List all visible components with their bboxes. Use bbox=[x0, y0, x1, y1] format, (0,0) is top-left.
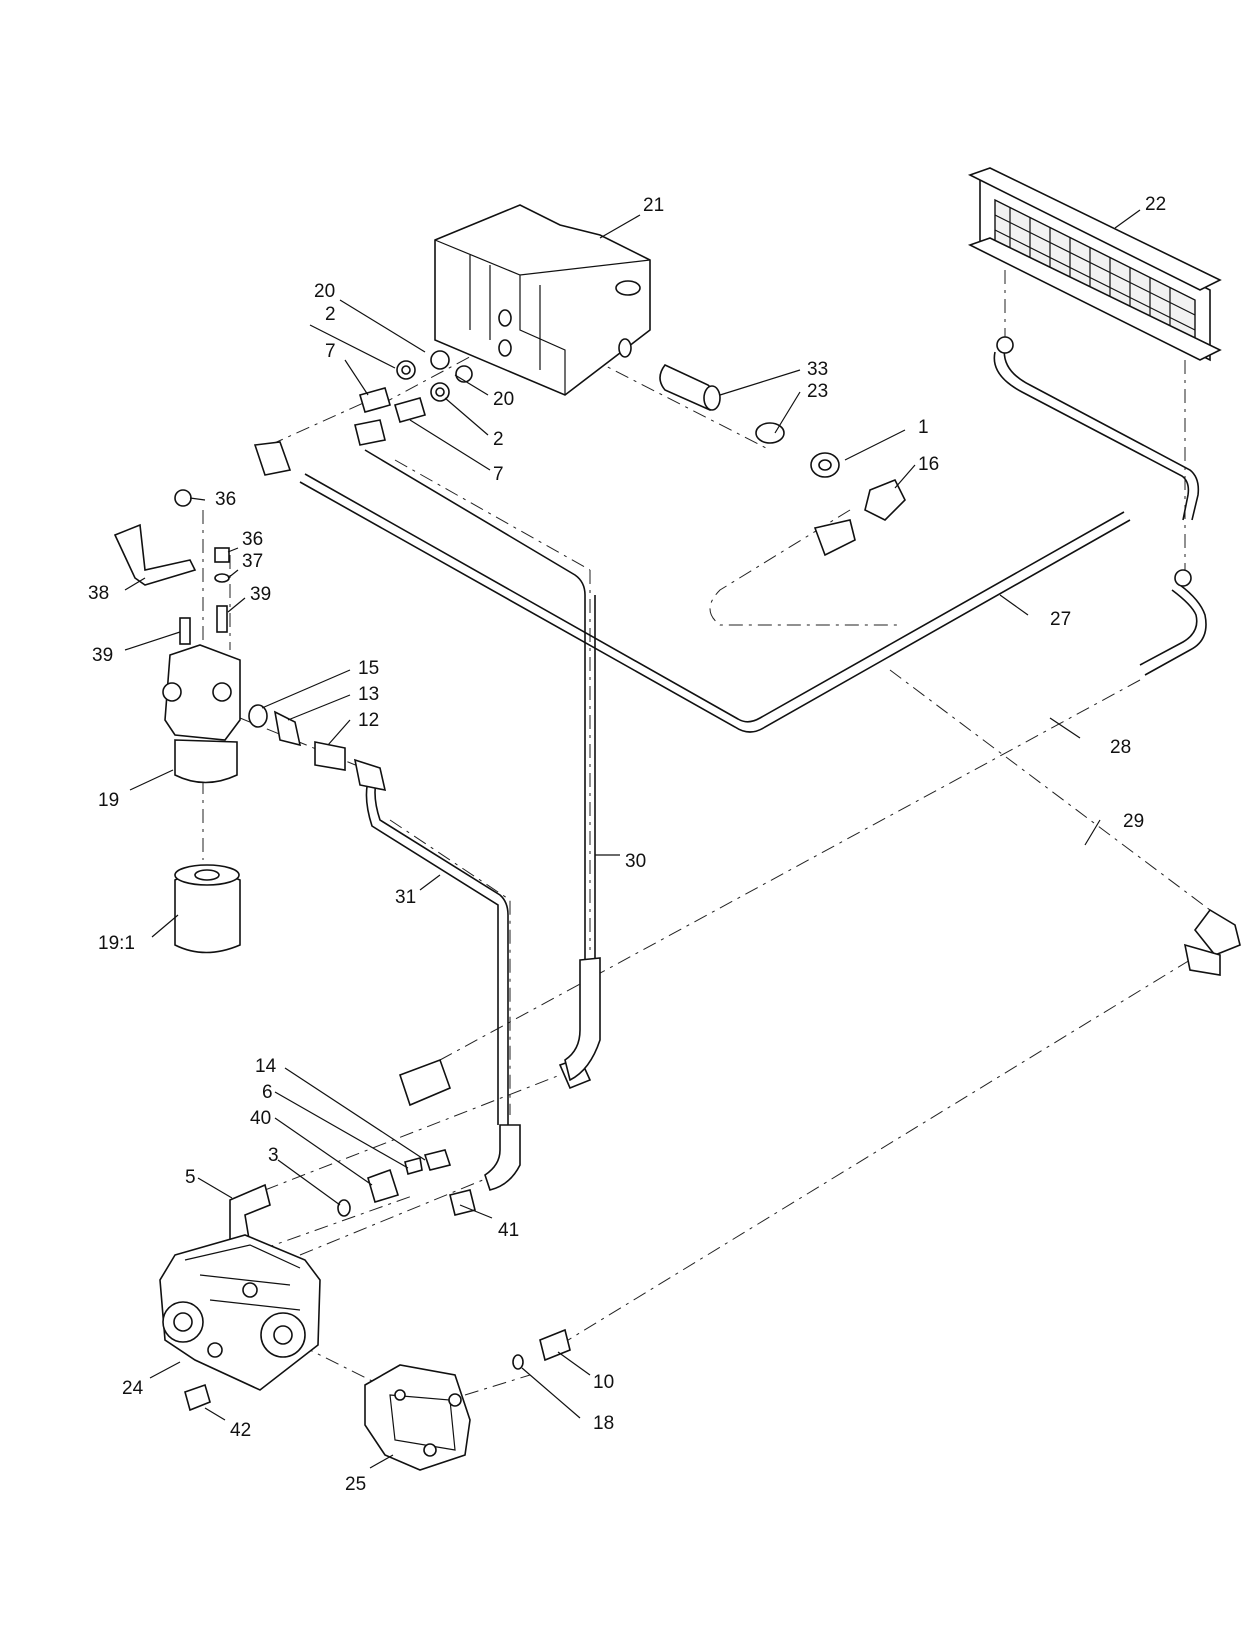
callout-10: 10 bbox=[593, 1372, 614, 1393]
callout-16: 16 bbox=[918, 454, 939, 475]
hydraulic-filter bbox=[162, 644, 241, 954]
callout-15: 15 bbox=[358, 658, 379, 679]
callout-29: 29 bbox=[1123, 811, 1144, 832]
callout-1: 1 bbox=[918, 417, 929, 438]
gear-pump bbox=[364, 1364, 471, 1471]
callout-37: 37 bbox=[242, 551, 263, 572]
callout-20-upper: 20 bbox=[314, 281, 335, 302]
callout-7-upper: 7 bbox=[325, 341, 336, 362]
callout-41: 41 bbox=[498, 1220, 519, 1241]
callout-12: 12 bbox=[358, 710, 379, 731]
callout-leaders bbox=[124, 209, 1141, 1469]
callout-25: 25 bbox=[345, 1474, 366, 1495]
callout-39-left: 39 bbox=[92, 645, 113, 666]
callout-24: 24 bbox=[122, 1378, 144, 1399]
pump-fittings bbox=[229, 957, 601, 1252]
hydraulic-tank bbox=[434, 204, 651, 396]
callout-40: 40 bbox=[250, 1108, 271, 1129]
suction-strainer-group bbox=[659, 364, 906, 557]
callout-33: 33 bbox=[807, 359, 828, 380]
callout-labels: 21 22 20 2 7 20 2 7 33 23 1 16 36 36 37 … bbox=[88, 194, 1166, 1495]
callout-42: 42 bbox=[230, 1420, 251, 1441]
callout-14: 14 bbox=[255, 1056, 277, 1077]
cooler-return-elbows bbox=[1183, 908, 1241, 976]
callout-30: 30 bbox=[625, 851, 646, 872]
callout-19: 19 bbox=[98, 790, 119, 811]
filter-outlet-fittings bbox=[248, 704, 387, 792]
callout-13: 13 bbox=[358, 684, 379, 705]
pump-drain-fitting bbox=[184, 1383, 211, 1412]
gear-pump-fittings bbox=[512, 1328, 571, 1370]
callout-6: 6 bbox=[262, 1082, 273, 1103]
assembly-centerlines bbox=[202, 270, 1211, 1396]
callout-5: 5 bbox=[185, 1167, 196, 1188]
callout-2-upper: 2 bbox=[325, 304, 336, 325]
callout-28: 28 bbox=[1110, 737, 1131, 758]
callout-36-left: 36 bbox=[215, 489, 236, 510]
callout-23: 23 bbox=[807, 381, 828, 402]
hydraulic-lines bbox=[299, 344, 1207, 1125]
callout-20-lower: 20 bbox=[493, 389, 514, 410]
callout-22: 22 bbox=[1145, 194, 1166, 215]
callout-36-right: 36 bbox=[242, 529, 263, 550]
filter-mount-hardware bbox=[113, 489, 230, 645]
callout-7-lower: 7 bbox=[493, 464, 504, 485]
callout-31: 31 bbox=[395, 887, 416, 908]
callout-38: 38 bbox=[88, 583, 109, 604]
oil-cooler bbox=[967, 167, 1222, 587]
callout-19-1: 19:1 bbox=[98, 933, 135, 954]
hydrostatic-pump bbox=[159, 1234, 321, 1391]
callout-39-right: 39 bbox=[250, 584, 271, 605]
tank-fittings bbox=[253, 350, 473, 476]
callout-27: 27 bbox=[1050, 609, 1071, 630]
callout-21: 21 bbox=[643, 195, 664, 216]
callout-18: 18 bbox=[593, 1413, 614, 1434]
callout-3: 3 bbox=[268, 1145, 279, 1166]
callout-2-lower: 2 bbox=[493, 429, 504, 450]
